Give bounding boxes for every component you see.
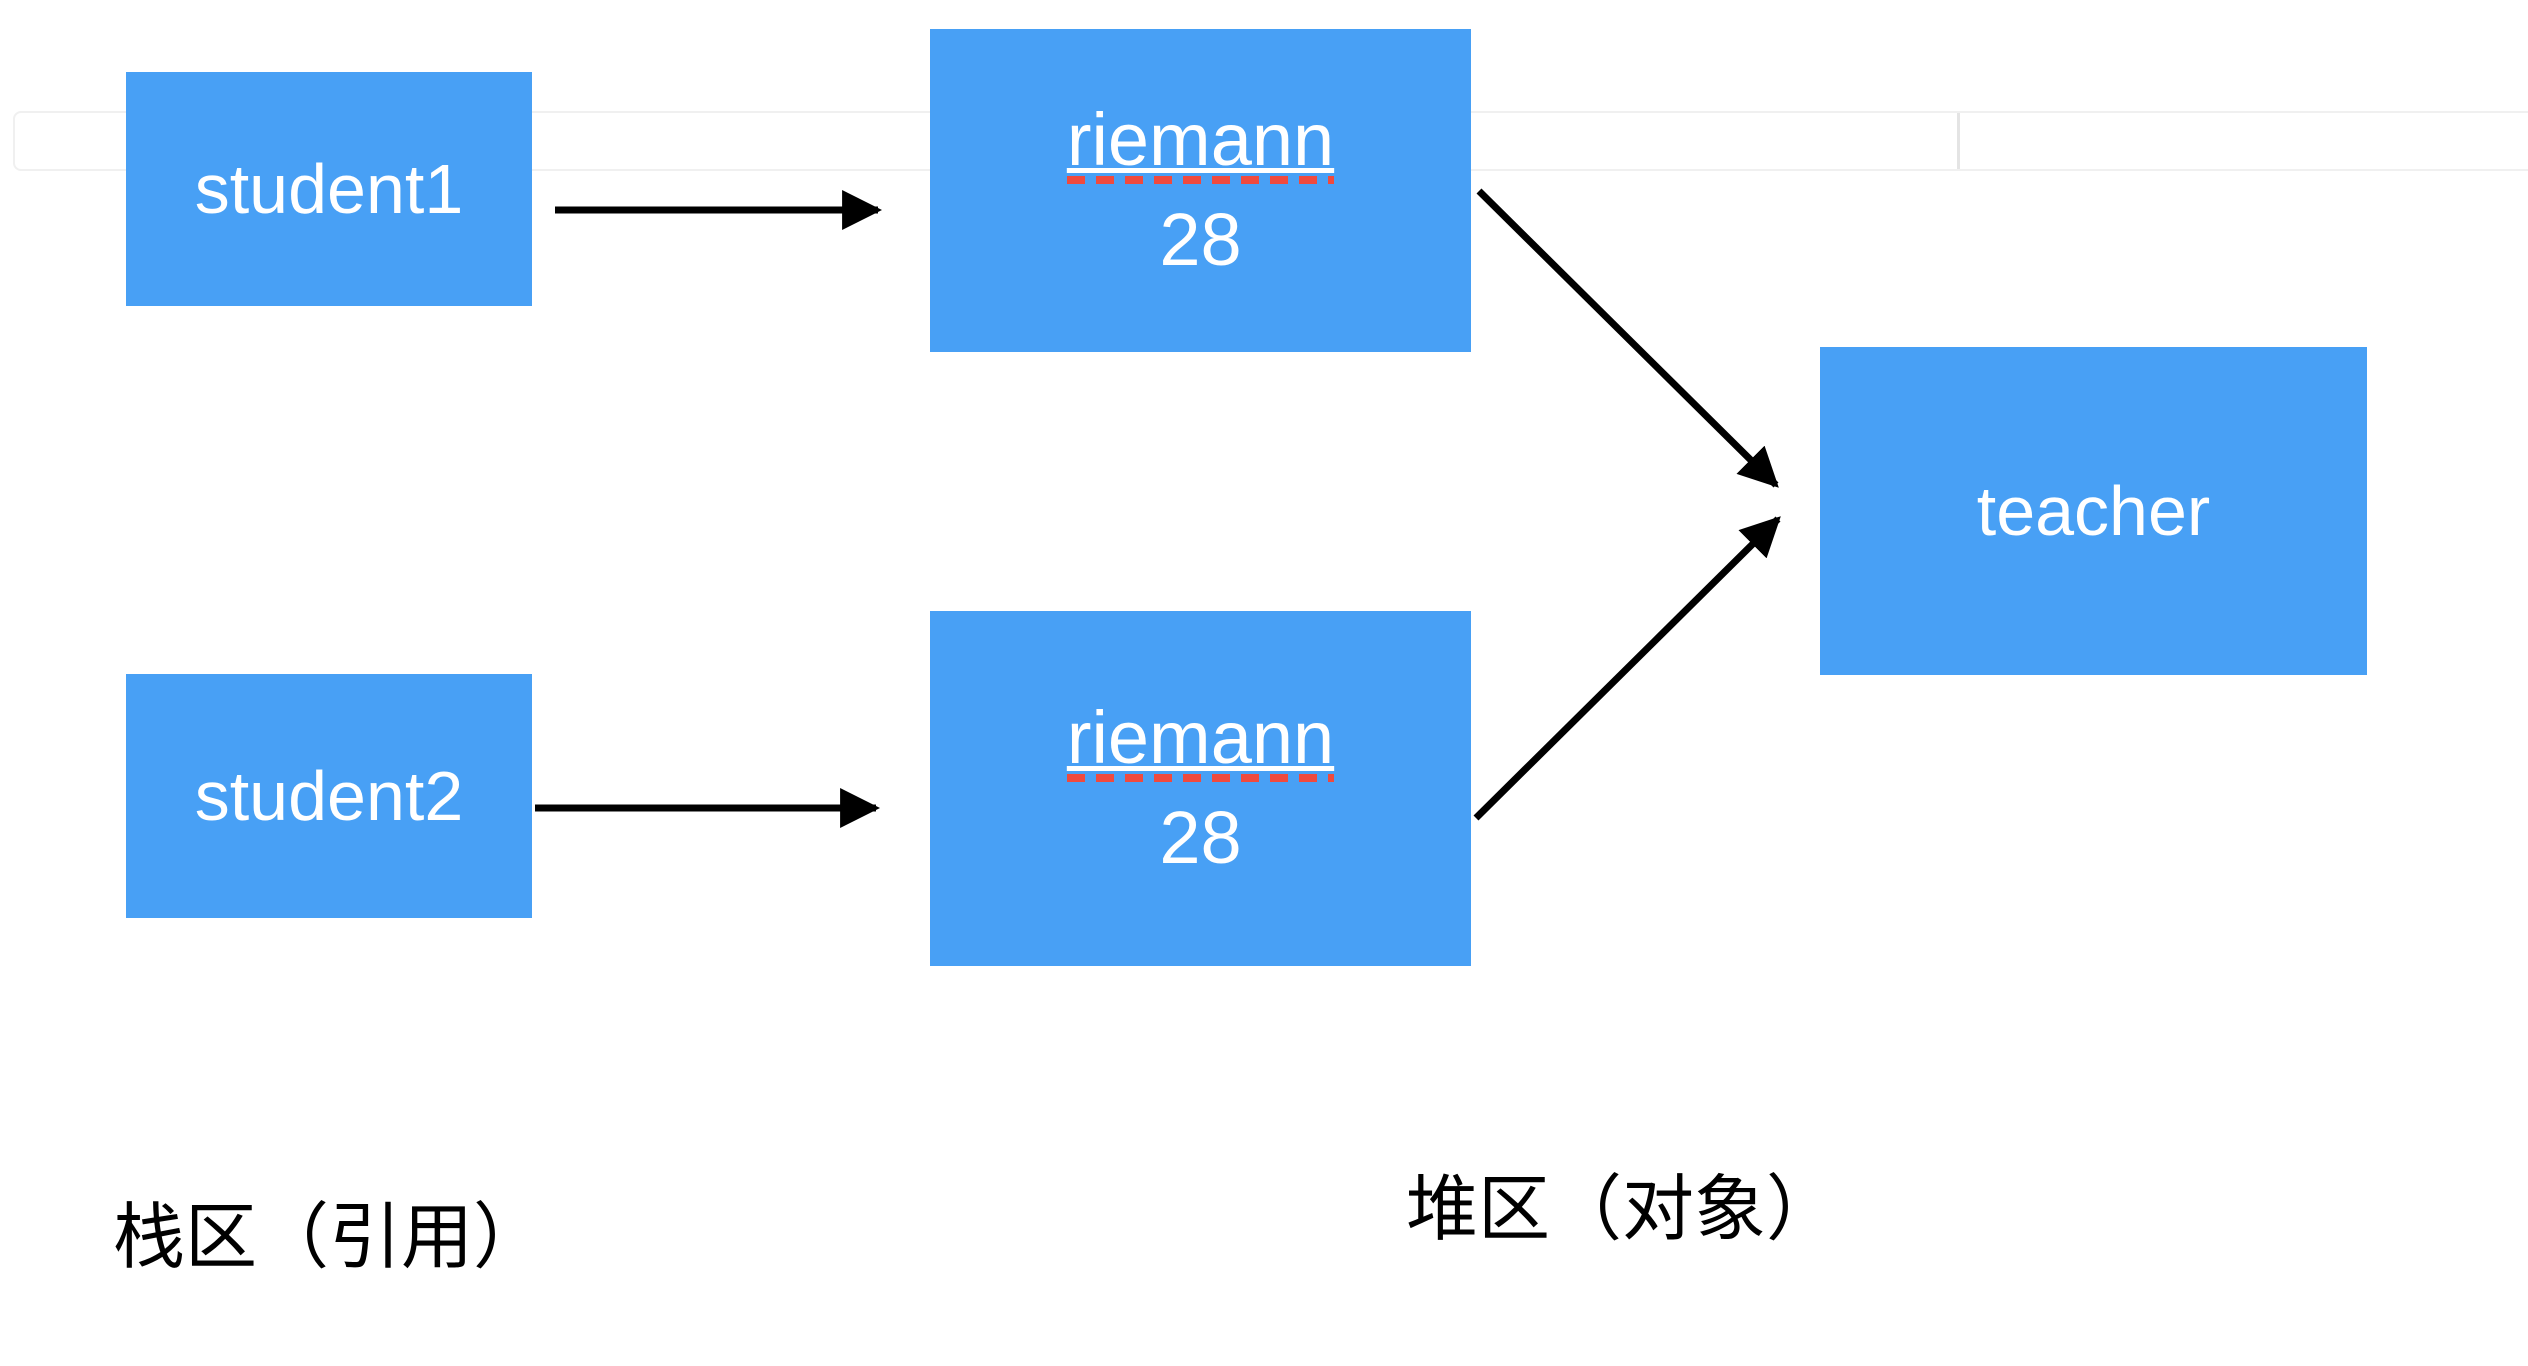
box-student1-label: student1 <box>194 150 464 228</box>
object1-content: riemann 28 <box>1066 97 1335 285</box>
object1-age: 28 <box>1159 197 1242 281</box>
object2-content: riemann 28 <box>1066 695 1335 883</box>
arrow-object2-to-teacher <box>1473 516 1781 821</box>
table-column-divider <box>1957 113 1960 169</box>
box-student1: student1 <box>126 72 532 306</box>
box-teacher-label: teacher <box>1976 472 2211 550</box>
box-object2: riemann 28 <box>930 611 1471 966</box>
object2-age: 28 <box>1159 795 1242 879</box>
object1-name: riemann <box>1066 97 1335 184</box>
object2-name: riemann <box>1066 695 1335 782</box>
stack-area-label: 栈区（引用） <box>113 1198 546 1278</box>
heap-area-label: 堆区（对象） <box>1406 1170 1839 1250</box>
box-student2: student2 <box>126 674 532 918</box>
box-object1: riemann 28 <box>930 29 1471 352</box>
arrow-object1-to-teacher <box>1476 188 1779 488</box>
box-student2-label: student2 <box>194 757 464 835</box>
box-teacher: teacher <box>1820 347 2367 675</box>
